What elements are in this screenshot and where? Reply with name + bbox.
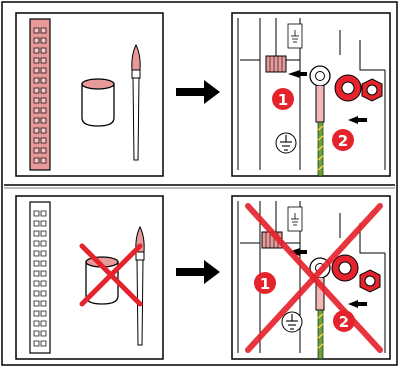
step-marker-label: 2 — [338, 132, 348, 150]
terminal-strip-white — [30, 202, 50, 353]
arrow-right-icon — [176, 260, 220, 284]
panel-bottom: 1 2 — [16, 196, 390, 359]
step-marker-1: 1 — [272, 88, 294, 110]
panel-top: 1 2 — [16, 13, 390, 176]
step-marker-label: 1 — [260, 275, 270, 293]
ground-wire — [318, 310, 323, 359]
step-marker-2: 2 — [332, 129, 354, 151]
hex-nut — [360, 270, 380, 292]
step-marker-label: 1 — [278, 91, 288, 109]
step-marker-1: 1 — [254, 272, 276, 294]
ground-symbol-icon — [282, 312, 302, 332]
star-washer — [332, 255, 358, 281]
ground-symbol-icon — [276, 133, 296, 153]
hex-nut — [362, 79, 382, 101]
arrow-right-icon — [176, 80, 220, 104]
ground-wire — [318, 122, 323, 176]
star-washer — [335, 75, 361, 101]
threaded-stud — [266, 56, 286, 72]
terminal-strip-pink — [30, 19, 50, 170]
paste-cup — [82, 79, 114, 126]
